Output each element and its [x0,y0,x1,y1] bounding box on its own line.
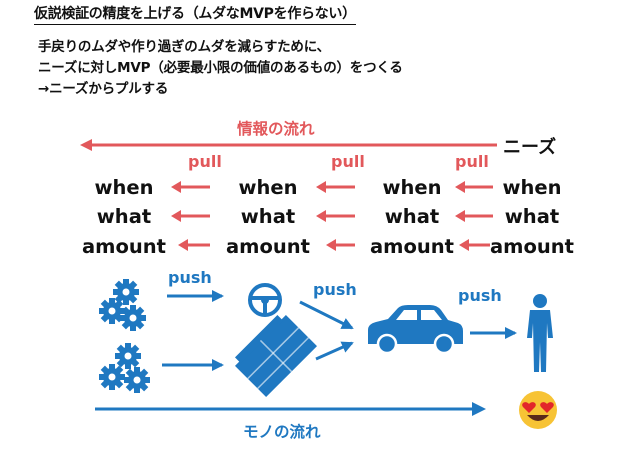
stage-2-amount: amount [226,235,310,258]
push-label-2: push [313,280,357,299]
stage-3-what: what [384,205,440,228]
car-icon [368,305,463,355]
stage-1-amount: amount [82,235,166,258]
gears-icon-2 [99,343,150,393]
stage-2-when: when [238,176,298,199]
stage-4-when: when [502,176,562,199]
person-icon [527,294,553,372]
pull-arrows [171,181,493,251]
stage-1-what: what [96,205,152,228]
description-line-1: 手戻りのムダや作り過ぎのムダを減らすために、 [38,39,330,55]
description-line-2: ニーズに対しMVP（必要最小限の価値のあるもの）をつくる [38,60,403,76]
description-line-3: →ニーズからプルする [38,81,169,97]
goods-flow-label: モノの流れ [243,423,321,441]
pull-label-3: pull [455,152,489,171]
car-parts-box-icon [234,314,318,398]
page-title: 仮説検証の精度を上げる（ムダなMVPを作らない） [34,3,356,25]
stage-4-amount: amount [490,235,574,258]
needs-label: ニーズ [503,137,557,158]
stage-1-when: when [94,176,154,199]
push-label-1: push [168,268,212,287]
stage-2-what: what [240,205,296,228]
pull-label-2: pull [331,152,365,171]
pull-label-1: pull [188,152,222,171]
steering-wheel-icon [248,283,282,317]
push-arrows [162,290,517,371]
stage-3-amount: amount [370,235,454,258]
information-flow-arrow [80,139,497,151]
stage-4-what: what [504,205,560,228]
information-flow-label: 情報の流れ [237,120,315,138]
heart-eyes-emoji-icon [519,391,557,429]
gears-icon [99,279,146,331]
push-label-3: push [458,286,502,305]
stage-3-when: when [382,176,442,199]
goods-flow-arrow [95,402,486,416]
